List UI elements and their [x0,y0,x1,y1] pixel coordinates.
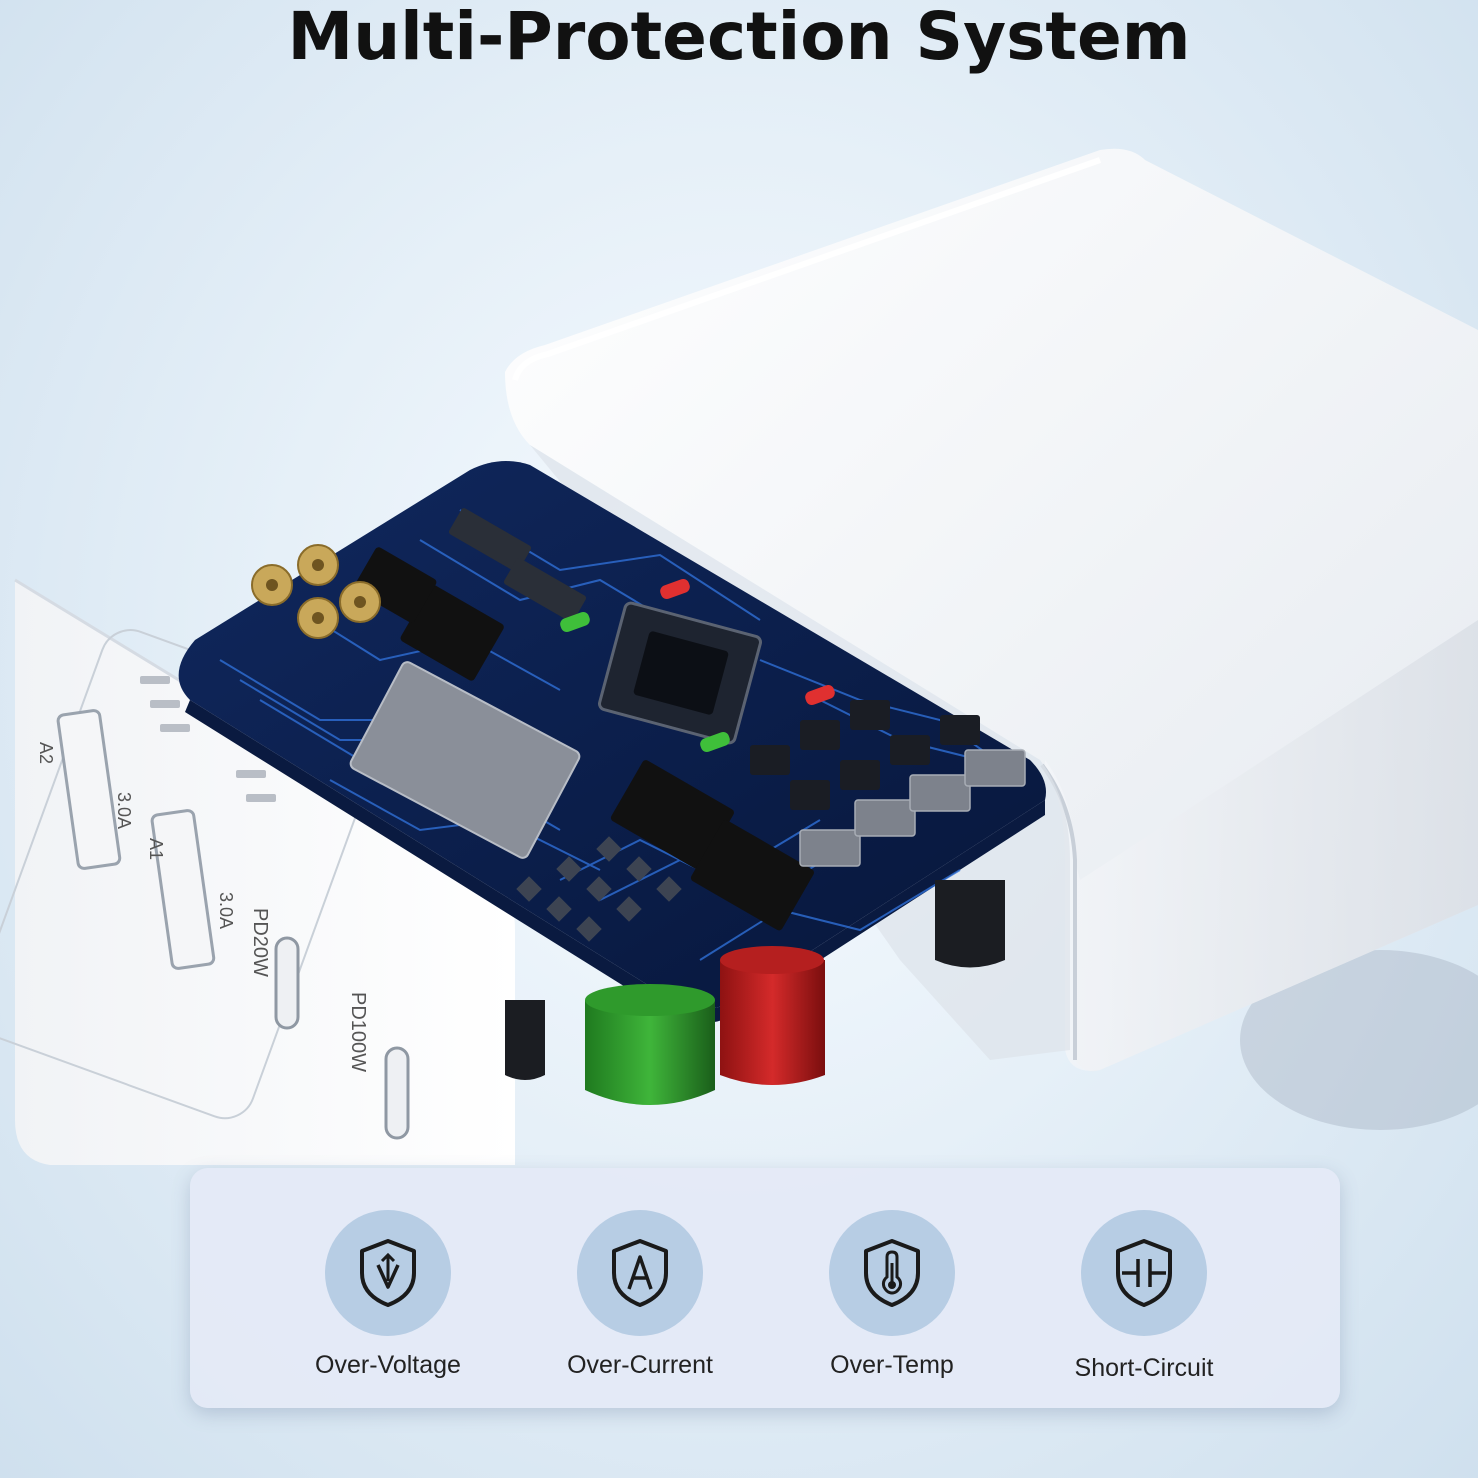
shield-short-circuit-icon [1116,1239,1172,1307]
shield-temperature-icon [864,1239,920,1307]
feature-over-current: Over-Current [510,1210,770,1380]
usb-c1-port [384,1046,410,1140]
over-temp-badge [829,1210,955,1336]
capacitors [505,880,1005,1105]
short-circuit-badge [1081,1210,1207,1336]
feature-label: Over-Temp [830,1351,954,1379]
port-label-a1-rating: 3.0A [216,892,236,929]
feature-over-temp: Over-Temp [762,1210,1022,1380]
usb-a2-port [56,709,122,870]
circuit-board [178,461,1047,1024]
feature-label: Short-Circuit [1074,1354,1214,1382]
over-current-badge [577,1210,703,1336]
over-voltage-badge [325,1210,451,1336]
charger-shell [505,148,1478,1072]
board-pins [140,676,276,802]
port-label-a1: A1 [146,838,166,860]
smd-component-array [750,700,980,810]
usb-a1-port [150,809,216,970]
shield-voltage-icon [360,1239,416,1307]
feature-over-voltage: Over-Voltage [258,1210,518,1380]
port-label-a2: A2 [36,742,56,764]
feature-label: Over-Current [567,1351,713,1379]
port-label-c1: PD100W [347,992,369,1072]
protection-features-panel: Over-Voltage Over-Current Over-Temp [190,1168,1340,1408]
feature-label: Over-Voltage [315,1351,461,1379]
page-title: Multi-Protection System [287,0,1191,75]
charger-front-face: A2 3.0A A1 3.0A PD20W PD100W [0,578,515,1165]
feature-short-circuit: Short-Circuit [1014,1210,1274,1383]
shield-current-icon [612,1239,668,1307]
port-label-c2: PD20W [249,908,271,977]
port-label-a2-rating: 3.0A [114,792,134,829]
usb-c2-port [274,936,300,1030]
metal-shield-chip [349,661,581,859]
shadow-haze [1240,950,1478,1130]
